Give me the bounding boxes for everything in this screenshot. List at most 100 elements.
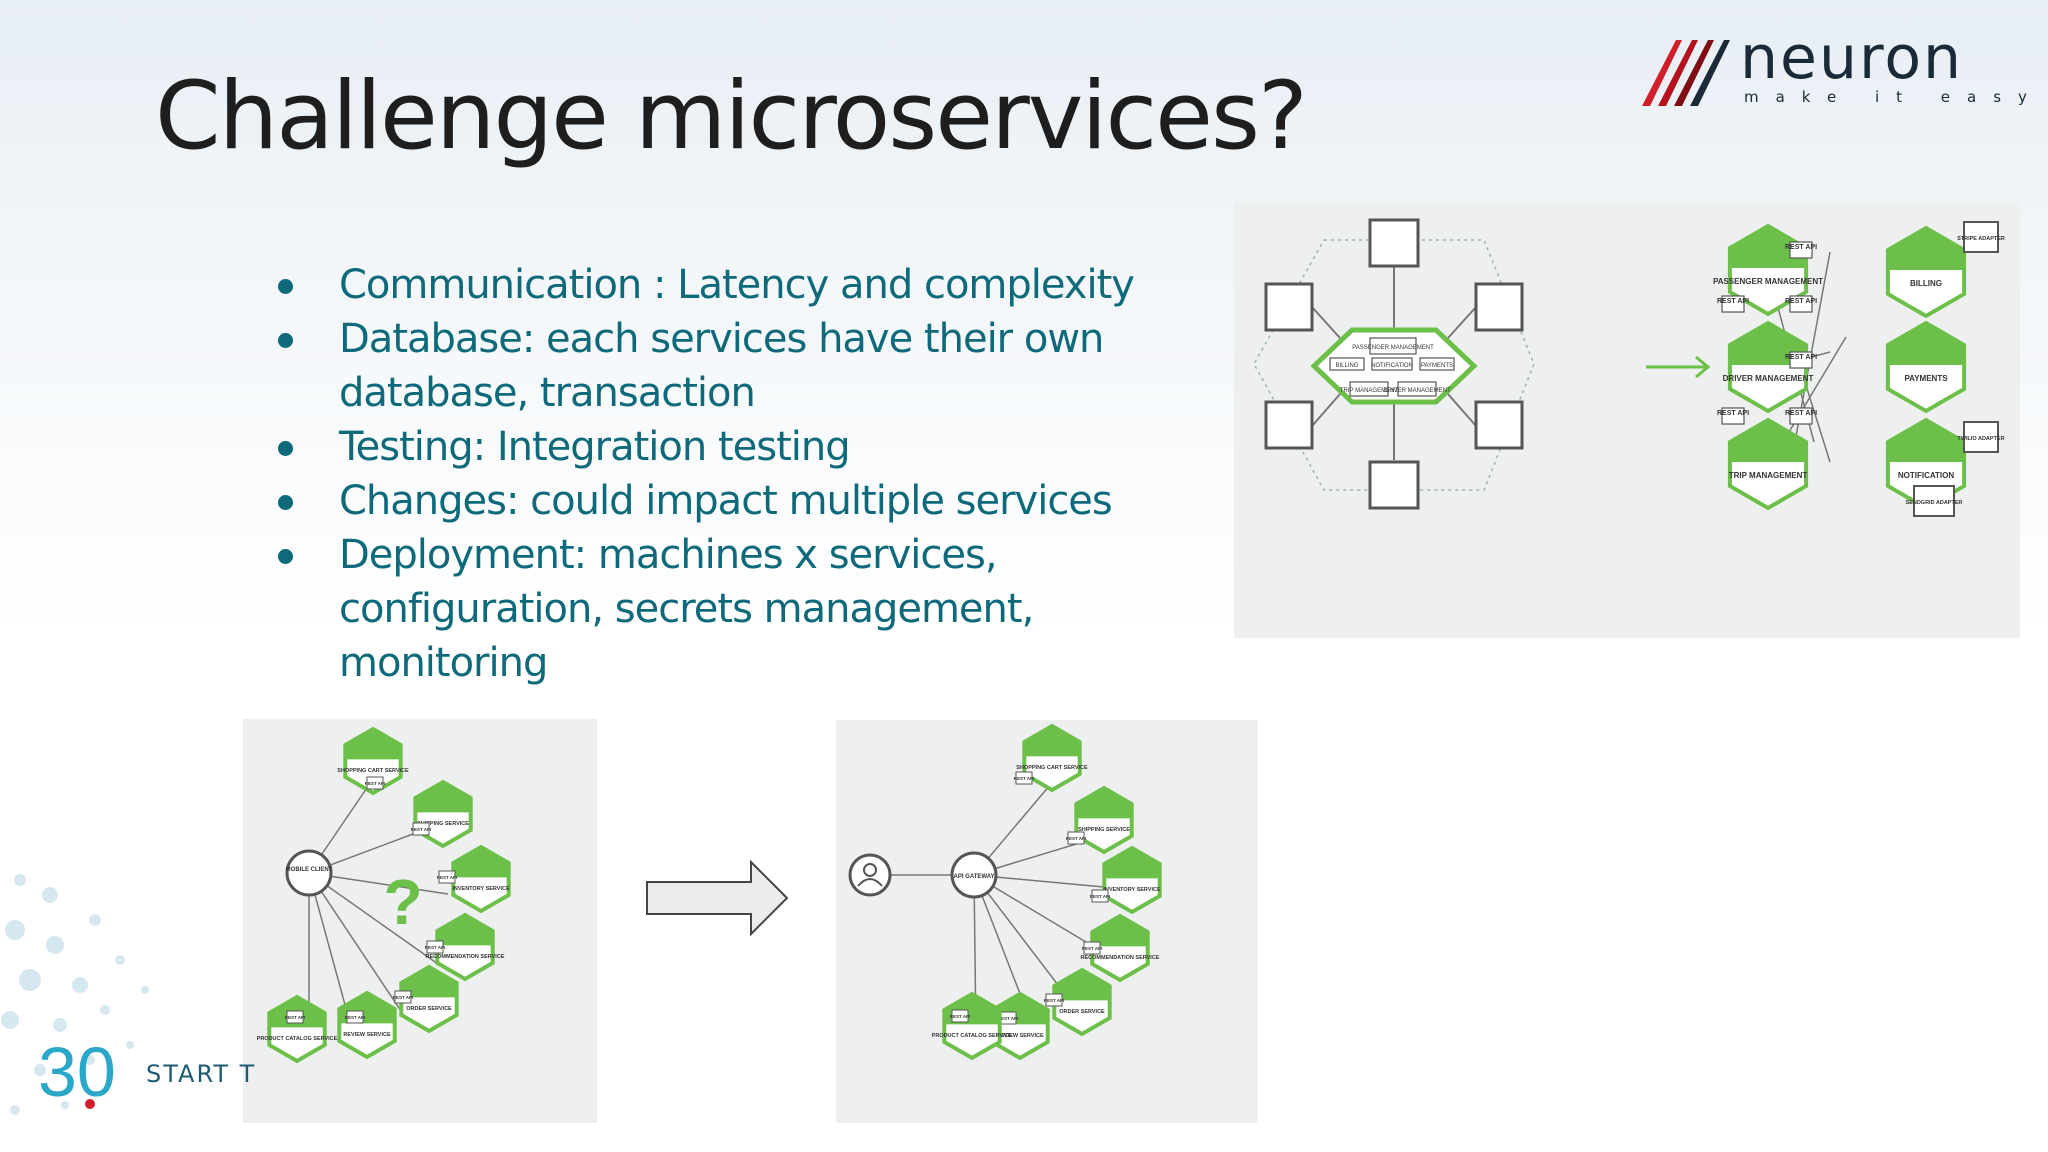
service-label: SHIPPING SERVICE: [1078, 827, 1130, 833]
service-label: PASSENGER MANAGEMENT: [1713, 277, 1823, 286]
right-arrow-icon: [646, 860, 789, 936]
api-gateway-node: [950, 851, 998, 899]
service-hexagon-cap: [415, 782, 471, 813]
api-label: REST API: [1785, 298, 1817, 305]
bullet-dot: [278, 441, 293, 456]
decorative-dots: [1, 874, 149, 1115]
rest-api-label: REST API: [1090, 894, 1111, 899]
service-hexagon-cap: [401, 967, 457, 998]
module-label: TRIP MANAGEMENT: [1340, 388, 1399, 394]
direct-client-diagram: MOBILE CLIENT ? SHOPPING CART SERVICE RES…: [243, 719, 597, 1123]
service-label: ORDER SERVICE: [1059, 1009, 1105, 1015]
service-hexagon-cap: [437, 915, 493, 946]
rest-api-tag: [1083, 941, 1101, 955]
rest-api-tag: [1067, 831, 1085, 845]
rest-api-label: REST API: [1082, 946, 1103, 951]
rest-api-label: REST API: [285, 1015, 306, 1020]
service-label: PRODUCT CATALOG SERVICE: [257, 1036, 338, 1042]
service-label: INVENTORY SERVICE: [452, 886, 510, 892]
mobile-client-node: [285, 849, 333, 897]
service-hexagon-cap: [1104, 848, 1160, 879]
service-label: ORDER SERVICE: [406, 1006, 452, 1012]
service-label: SHIPPING SERVICE: [417, 821, 469, 827]
service-label: BILLING: [1910, 279, 1942, 288]
transform-arrow: [1646, 355, 1711, 379]
service-hexagon-cap: [1024, 726, 1080, 757]
bullet-item: Changes: could impact multiple services: [270, 474, 1170, 528]
adapter-label: TWILIO ADAPTER: [1957, 436, 2004, 442]
service-label: REVIEW SERVICE: [996, 1033, 1044, 1039]
logo-tagline: make it easy: [1744, 88, 2044, 106]
api-label: REST API: [1717, 298, 1749, 305]
rest-api-label: REST API: [437, 875, 458, 880]
gateway-label: API GATEWAY: [953, 874, 994, 880]
adapter-label: STRIPE ADAPTER: [1957, 236, 2005, 242]
rest-api-label: REST API: [950, 1014, 971, 1019]
service-label: SHOPPING CART SERVICE: [1016, 765, 1088, 771]
service-label: PRODUCT CATALOG SERVICE: [932, 1033, 1013, 1039]
module-label: PASSENGER MANAGEMENT: [1352, 345, 1434, 351]
adapter-label: SENDGRID ADAPTER: [1906, 500, 1963, 506]
rest-api-label: REST API: [1044, 998, 1065, 1003]
service-label: SHOPPING CART SERVICE: [337, 768, 409, 774]
user-icon-cap: [1729, 226, 1807, 268]
module-label: NOTIFICATION: [1371, 363, 1413, 369]
logo-wordmark: neuron: [1740, 23, 1964, 93]
rest-api-tag: [438, 870, 456, 884]
bullet-item: Database: each services have their own d…: [270, 312, 1170, 420]
service-label: DRIVER MANAGEMENT: [1723, 374, 1814, 383]
rest-api-tag: [412, 822, 430, 836]
neuron-logo: neuron make it easy: [1640, 28, 2027, 112]
module-label: BILLING: [1335, 363, 1358, 369]
service-hexagon-cap: [1092, 916, 1148, 947]
slash-stripes-icon: [1642, 40, 1730, 106]
question-mark: ?: [383, 866, 422, 938]
svg-text:30: 30: [38, 1033, 116, 1111]
api-gateway-diagram: API GATEWAY SHOPPING CART SERVICE REST AP…: [836, 720, 1258, 1123]
bullet-text: Communication : Latency and complexity: [339, 262, 1135, 308]
client-label: MOBILE CLIENT: [286, 867, 333, 873]
footer-text: START T: [146, 1060, 257, 1088]
service-label: RECOMMENDATION SERVICE: [426, 954, 505, 960]
rest-api-tag: [394, 990, 412, 1004]
monolith-to-microservices-diagram: PASSENGER MANAGEMENT BILLING NOTIFICATIO…: [1234, 202, 2020, 638]
rest-api-label: REST API: [393, 995, 414, 1000]
service-label: RECOMMENDATION SERVICE: [1081, 955, 1160, 961]
rest-api-tag: [426, 940, 444, 954]
car-icon-cap: [1729, 323, 1807, 365]
module-label: PAYMENTS: [1421, 363, 1453, 369]
bullet-item: Deployment: machines x services, configu…: [270, 528, 1170, 690]
bullet-dot: [278, 333, 293, 348]
bullet-text: Changes: could impact multiple services: [339, 478, 1113, 524]
service-hexagon-cap: [345, 729, 401, 760]
card-icon-cap: [1887, 323, 1965, 365]
bullet-item: Testing: Integration testing: [270, 420, 1170, 474]
bullet-dot: [278, 549, 293, 564]
bullet-text: Database: each services have their own d…: [339, 316, 1104, 416]
api-label: REST API: [1785, 410, 1817, 417]
bullet-dot: [278, 495, 293, 510]
service-hexagon-cap: [1076, 788, 1132, 819]
rest-api-label: REST API: [1014, 776, 1035, 781]
rest-api-label: REST API: [425, 945, 446, 950]
service-label: REVIEW SERVICE: [343, 1032, 391, 1038]
mailbox-icon-cap: [1887, 228, 1965, 270]
rest-api-tag: [1045, 993, 1063, 1007]
service-label: NOTIFICATION: [1898, 471, 1955, 480]
pin-icon-cap: [1729, 420, 1807, 462]
api-label: REST API: [1785, 244, 1817, 251]
bullet-text: Deployment: machines x services, configu…: [339, 532, 1034, 686]
rest-api-label: REST API: [998, 1016, 1019, 1021]
rest-api-label: REST API: [1066, 836, 1087, 841]
rest-api-tag: [951, 1009, 969, 1023]
rest-api-tag: [1091, 889, 1109, 903]
bullet-text: Testing: Integration testing: [339, 424, 851, 470]
bullet-dot: [278, 279, 293, 294]
api-label: REST API: [1717, 410, 1749, 417]
service-label: PAYMENTS: [1904, 374, 1948, 383]
megaphone-icon-cap: [1887, 420, 1965, 462]
30-years-badge: 30: [38, 1033, 116, 1111]
rest-api-label: REST API: [365, 781, 386, 786]
service-label: INVENTORY SERVICE: [1103, 887, 1161, 893]
slide-title: Challenge microservices?: [155, 62, 1308, 171]
